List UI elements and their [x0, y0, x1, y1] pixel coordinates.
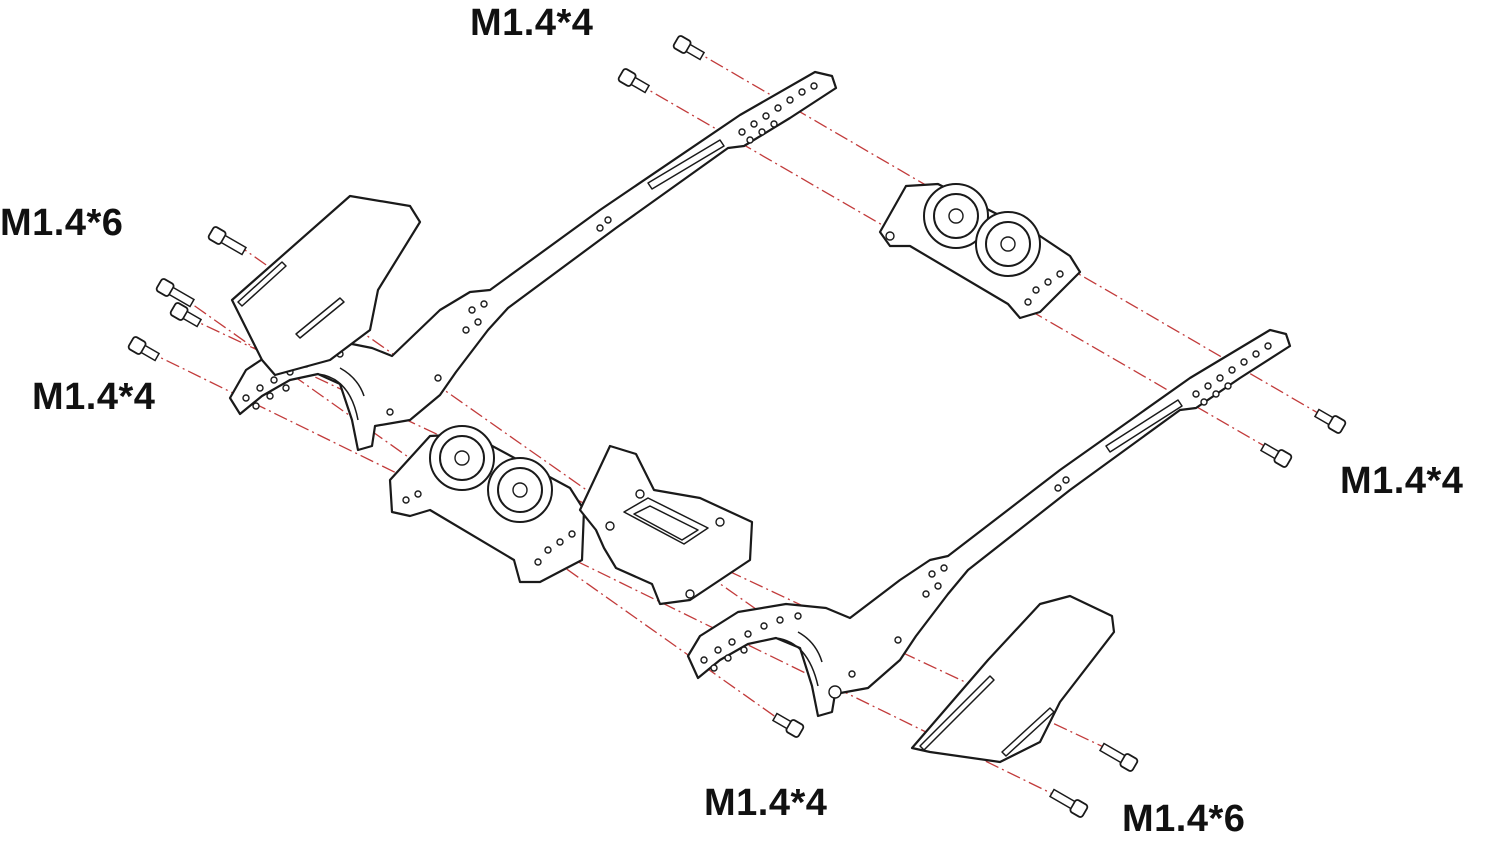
servo-mount-pocket-inner: [633, 505, 699, 541]
axis-left-4: [144, 349, 1066, 801]
lower-rail-bolt: [828, 685, 842, 699]
screw-bottom-center: [771, 712, 805, 738]
rear-crossmember: [878, 182, 1082, 320]
lower-rail-arch: [775, 637, 819, 687]
left-flap-slot-2: [295, 297, 345, 339]
screw-left-4: [127, 336, 161, 362]
servo-mount-pocket: [623, 497, 709, 545]
lower-rail-arch-slot: [797, 631, 823, 663]
upper-rail-slot: [647, 139, 725, 190]
front-crossmember: [388, 425, 586, 584]
right-flap-slot-2: [1001, 707, 1055, 757]
screw-top-1: [672, 35, 706, 61]
right-flap-plate: [910, 594, 1116, 764]
label-left-upper-screws: M1.4*6: [0, 202, 124, 244]
lower-rail-body: [686, 328, 1292, 718]
lower-rail-holes: [700, 342, 1272, 678]
label-bottom-center-screws: M1.4*4: [704, 782, 828, 824]
lower-side-rail: [686, 328, 1292, 718]
label-left-lower-screws: M1.4*4: [32, 376, 156, 418]
screw-left-1: [207, 226, 248, 256]
label-bottom-right-screws: M1.4*6: [1122, 798, 1246, 840]
screw-right-2: [1259, 442, 1293, 468]
label-top-screws: M1.4*4: [470, 2, 594, 44]
screw-bottom-right-1: [1098, 742, 1139, 772]
screw-right-1: [1313, 408, 1347, 434]
servo-mount: [578, 444, 754, 606]
screw-bottom-right-2: [1048, 788, 1089, 818]
screw-left-2: [155, 278, 196, 308]
left-flap-plate: [230, 194, 422, 377]
upper-rail-arch: [317, 373, 359, 421]
screws: [127, 35, 1347, 818]
left-flap-slot-1: [237, 261, 287, 307]
label-right-screws: M1.4*4: [1340, 460, 1464, 502]
right-mud-flap: [910, 594, 1116, 764]
servo-mount-body: [578, 444, 754, 606]
lower-rail-slot: [1105, 399, 1183, 453]
upper-rail-body: [228, 70, 838, 452]
left-mud-flap: [230, 194, 422, 377]
screw-top-2: [617, 68, 651, 94]
right-flap-slot-1: [919, 675, 995, 751]
screw-left-3: [169, 302, 203, 328]
upper-rail-arch-slot: [339, 367, 365, 397]
